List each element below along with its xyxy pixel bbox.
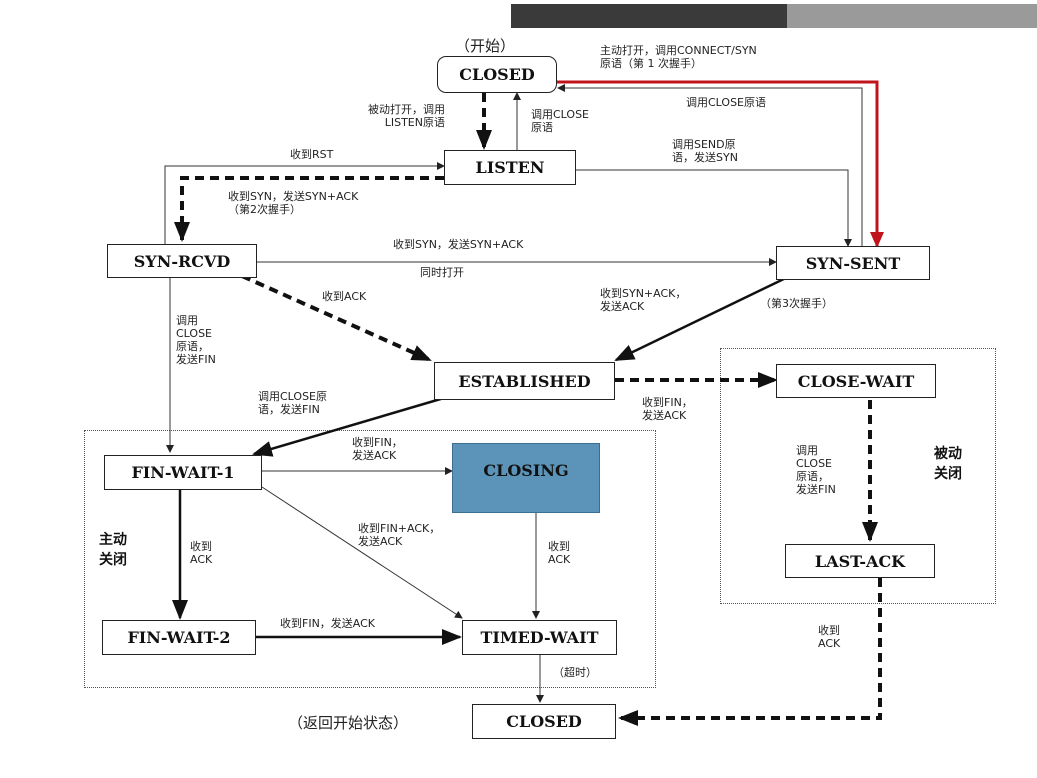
label-fw2-fin: 收到FIN，发送ACK	[280, 617, 376, 630]
label-passive-open: 被动打开，调用 LISTEN原语	[368, 103, 445, 129]
state-close-wait: CLOSE-WAIT	[776, 364, 936, 398]
label-closing-ack: 收到 ACK	[548, 540, 571, 566]
label-third-handshake: （第3次握手）	[760, 297, 833, 310]
label-fw1-ack: 收到 ACK	[190, 540, 213, 566]
label-recv-rst: 收到RST	[290, 148, 334, 161]
state-fin-wait-1: FIN-WAIT-1	[104, 455, 262, 490]
top-bar-dark	[511, 4, 787, 28]
label-recv-fin-closing: 收到FIN， 发送ACK	[352, 436, 403, 462]
active-close-region	[84, 430, 656, 688]
top-bar-light	[787, 4, 1037, 28]
arrow-listen-send	[576, 169, 852, 247]
arrow-rcvd-est	[241, 274, 432, 362]
state-timed-wait: TIMED-WAIT	[462, 620, 617, 655]
label-simul-open: 同时打开	[420, 266, 464, 279]
state-fin-wait-2: FIN-WAIT-2	[102, 620, 256, 655]
arrow-fw1-timedwait	[261, 486, 463, 619]
label-recv-synack: 收到SYN+ACK， 发送ACK	[600, 287, 687, 313]
label-start: （开始）	[455, 37, 516, 55]
label-cw-close: 调用 CLOSE 原语， 发送FIN	[796, 444, 836, 496]
label-timeout: （超时）	[553, 666, 597, 679]
label-call-close-sent: 调用CLOSE原语	[686, 96, 767, 109]
state-closing: CLOSING	[452, 443, 600, 513]
label-recv-finack: 收到FIN+ACK， 发送ACK	[358, 522, 441, 548]
arrow-est-fw1	[252, 396, 445, 457]
label-send-syn: 调用SEND原 语，发送SYN	[672, 138, 738, 164]
state-closed-bottom: CLOSED	[472, 704, 616, 739]
label-recv-syn-synack: 收到SYN，发送SYN+ACK （第2次握手）	[228, 190, 359, 216]
state-listen: LISTEN	[444, 150, 576, 185]
label-recv-fin-closewait: 收到FIN， 发送ACK	[642, 396, 693, 422]
label-call-close-listen: 调用CLOSE 原语	[531, 108, 590, 134]
state-syn-sent: SYN-SENT	[776, 246, 930, 280]
arrow-active-open	[556, 80, 884, 248]
label-passive-close: 被动 关闭	[934, 446, 962, 482]
label-active-open: 主动打开，调用CONNECT/SYN 原语（第 1 次握手）	[600, 44, 757, 70]
state-syn-rcvd: SYN-RCVD	[107, 244, 257, 278]
label-simul-syn: 收到SYN，发送SYN+ACK	[393, 238, 524, 251]
label-est-close: 调用CLOSE原 语，发送FIN	[258, 390, 328, 416]
state-last-ack: LAST-ACK	[785, 544, 935, 578]
passive-close-region	[720, 348, 996, 604]
label-lastack-ack: 收到 ACK	[818, 624, 841, 650]
arrow-sent-est	[614, 274, 791, 362]
label-rcvd-close: 调用 CLOSE 原语， 发送FIN	[176, 314, 216, 366]
arrow-rcvd-rst	[164, 162, 445, 244]
arrow-listen-rcvd	[174, 176, 444, 242]
arrow-lastack-closed	[618, 578, 882, 726]
state-established: ESTABLISHED	[434, 362, 615, 400]
label-recv-ack: 收到ACK	[322, 290, 367, 303]
state-closed-top: CLOSED	[437, 56, 557, 93]
label-active-close: 主动 关闭	[99, 532, 127, 568]
label-return: （返回开始状态）	[288, 714, 409, 732]
arrow-synsent-close	[557, 84, 863, 248]
